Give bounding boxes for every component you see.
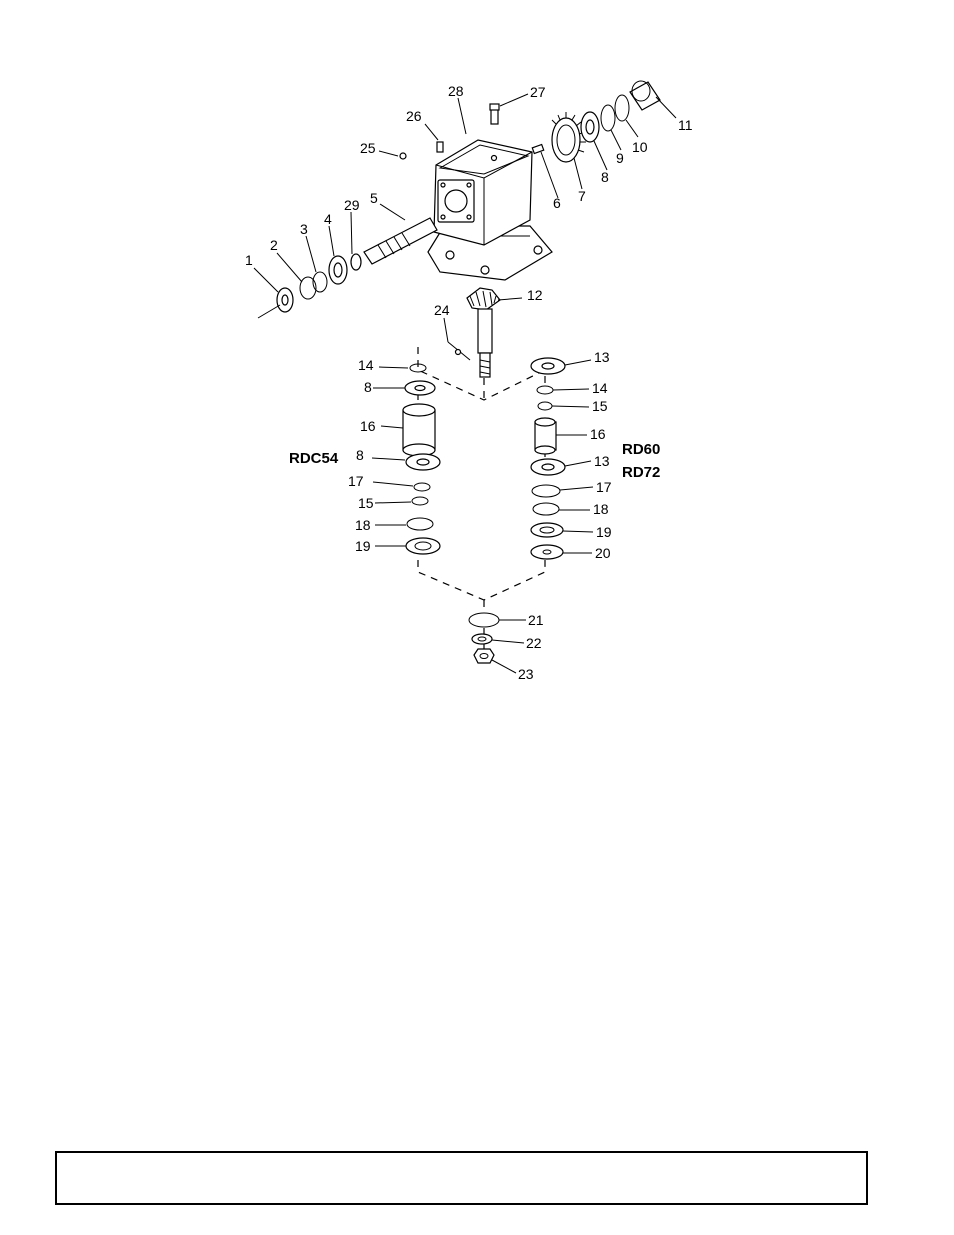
callout-labels: 1 2 3 4 29 5 25 26 28 27 6 7 8 9 10 11 1… [245, 83, 693, 682]
callout-left-17: 17 [348, 473, 364, 489]
model-label-rd60: RD60 [622, 441, 660, 458]
callout-right-13a: 13 [594, 349, 610, 365]
bevel-gear-stack [531, 80, 661, 163]
callout-7: 7 [578, 188, 586, 204]
bottom-parts [468, 612, 500, 664]
callout-right-15: 15 [592, 398, 608, 414]
callout-2: 2 [270, 237, 278, 253]
left-stack-parts [402, 363, 441, 555]
gearbox-housing [427, 139, 553, 281]
callout-29: 29 [344, 197, 360, 213]
callout-22: 22 [526, 635, 542, 651]
callout-28: 28 [448, 83, 464, 99]
callout-right-18: 18 [593, 501, 609, 517]
callout-27: 27 [530, 84, 546, 100]
callout-23: 23 [518, 666, 534, 682]
callout-8-top: 8 [601, 169, 609, 185]
callout-left-18: 18 [355, 517, 371, 533]
pinion-shaft [447, 287, 501, 378]
callout-left-14: 14 [358, 357, 374, 373]
callout-left-8a: 8 [364, 379, 372, 395]
input-shaft [363, 217, 438, 265]
callout-4: 4 [324, 211, 332, 227]
right-stack-parts [530, 357, 566, 560]
callout-right-13b: 13 [594, 453, 610, 469]
callout-9: 9 [616, 150, 624, 166]
callout-24: 24 [434, 302, 450, 318]
callout-left-19: 19 [355, 538, 371, 554]
callout-left-15: 15 [358, 495, 374, 511]
callout-6: 6 [553, 195, 561, 211]
callout-right-19: 19 [596, 524, 612, 540]
callout-11: 11 [678, 117, 693, 133]
model-label-rdc54: RDC54 [289, 450, 339, 467]
input-seal-stack [257, 253, 362, 319]
callout-1: 1 [245, 252, 253, 268]
callout-21: 21 [528, 612, 544, 628]
callout-left-8b: 8 [356, 447, 364, 463]
model-label-rd72: RD72 [622, 464, 660, 481]
callout-right-14: 14 [592, 380, 608, 396]
callout-12: 12 [527, 287, 543, 303]
callout-right-20: 20 [595, 545, 611, 561]
callout-left-16: 16 [360, 418, 376, 434]
callout-right-16: 16 [590, 426, 606, 442]
callout-right-17: 17 [596, 479, 612, 495]
callout-26: 26 [406, 108, 422, 124]
callout-10: 10 [632, 139, 648, 155]
footer-box [55, 1151, 868, 1205]
callout-3: 3 [300, 221, 308, 237]
dashed-assembly-lines [417, 347, 546, 650]
fittings [399, 103, 500, 160]
leader-lines [253, 93, 677, 674]
callout-5: 5 [370, 190, 378, 206]
callout-25: 25 [360, 140, 376, 156]
